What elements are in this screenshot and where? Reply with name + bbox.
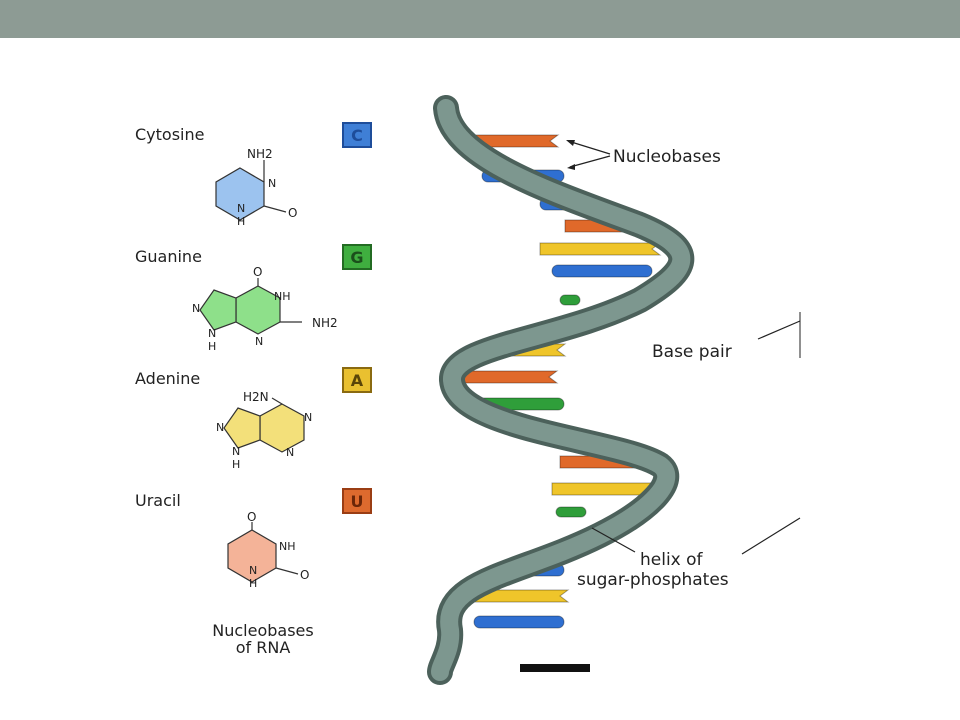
- pointer-base-pair: [757, 320, 801, 340]
- uracil-ring: [227, 529, 277, 583]
- helix-backbone-highlight: [431, 99, 691, 681]
- nucleobase-rung: [473, 615, 565, 629]
- uracil-letter-box: [342, 488, 372, 514]
- cytosine-atom-n1: N: [268, 177, 276, 190]
- header-bar: [0, 0, 960, 38]
- adenine-entry: Adenine A H2N N N N N H: [135, 367, 372, 471]
- guanine-atom-h: H: [208, 340, 216, 353]
- guanine-atom-nh2: NH2: [312, 316, 338, 330]
- nucleobase-rung: [454, 370, 559, 384]
- pointer-nucleobases-2: [569, 155, 611, 168]
- guanine-atom-n3: N: [208, 327, 216, 340]
- guanine-name: Guanine: [135, 247, 202, 266]
- cytosine-name: Cytosine: [135, 125, 204, 144]
- guanine-letter-box: [342, 244, 372, 270]
- nucleobase-rung: [539, 242, 662, 256]
- uracil-atom-n: N: [249, 564, 257, 577]
- cytosine-atom-h: H: [237, 215, 245, 228]
- guanine-letter: G: [350, 248, 363, 267]
- adenine-atom-h2n: H2N: [243, 390, 269, 404]
- guanine-atom-o: O: [253, 265, 262, 279]
- label-base-pair: Base pair: [652, 342, 732, 362]
- adenine-atom-n4: N: [232, 445, 240, 458]
- guanine-atom-nh: NH: [274, 290, 291, 303]
- uracil-entry: Uracil U O NH N H O: [135, 488, 372, 590]
- guanine-atom-n1: N: [255, 335, 263, 348]
- cytosine-entry: Cytosine C NH2 N N H O: [135, 122, 372, 228]
- uracil-atom-nh: NH: [279, 540, 296, 553]
- uracil-letter: U: [351, 492, 364, 511]
- guanine-entry: Guanine G O NH N NH2 N N H: [135, 244, 372, 353]
- adenine-atom-n1: N: [304, 411, 312, 424]
- guanine-atom-n2: N: [192, 302, 200, 315]
- adenine-atom-n2: N: [286, 446, 294, 459]
- adenine-atom-h: H: [232, 458, 240, 471]
- cytosine-atom-o: O: [288, 206, 297, 220]
- nucleobase-rung: [555, 506, 587, 518]
- adenine-letter: A: [351, 371, 364, 390]
- adenine-letter-box: [342, 367, 372, 393]
- uracil-name: Uracil: [135, 491, 181, 510]
- label-helix-line-2: sugar-phosphates: [577, 570, 729, 590]
- caption-line-2: of RNA: [236, 638, 291, 657]
- uracil-atom-h: H: [249, 577, 257, 590]
- adenine-atom-n3: N: [216, 421, 224, 434]
- adenine-ring-5: [223, 407, 261, 449]
- uracil-atom-o2: O: [300, 568, 309, 582]
- adenine-name: Adenine: [135, 369, 200, 388]
- pointer-nucleobases-1: [567, 140, 611, 155]
- label-helix-line-1: helix of: [640, 550, 704, 570]
- cytosine-letter-box: [342, 122, 372, 148]
- cytosine-letter: C: [351, 126, 363, 145]
- caption-line-1: Nucleobases: [212, 621, 313, 640]
- pointer-helix: [591, 527, 636, 553]
- nucleobase-rung: [559, 294, 581, 306]
- nucleobase-rung: [551, 264, 653, 278]
- cytosine-atom-nh2: NH2: [247, 147, 273, 161]
- pointer-helix-2: [741, 517, 801, 555]
- guanine-ring-5: [199, 289, 237, 331]
- adenine-ring-6: [259, 403, 305, 453]
- cytosine-atom-n2: N: [237, 202, 245, 215]
- cropped-title: [520, 664, 590, 672]
- label-nucleobases: Nucleobases: [613, 147, 721, 167]
- uracil-atom-o1: O: [247, 510, 256, 524]
